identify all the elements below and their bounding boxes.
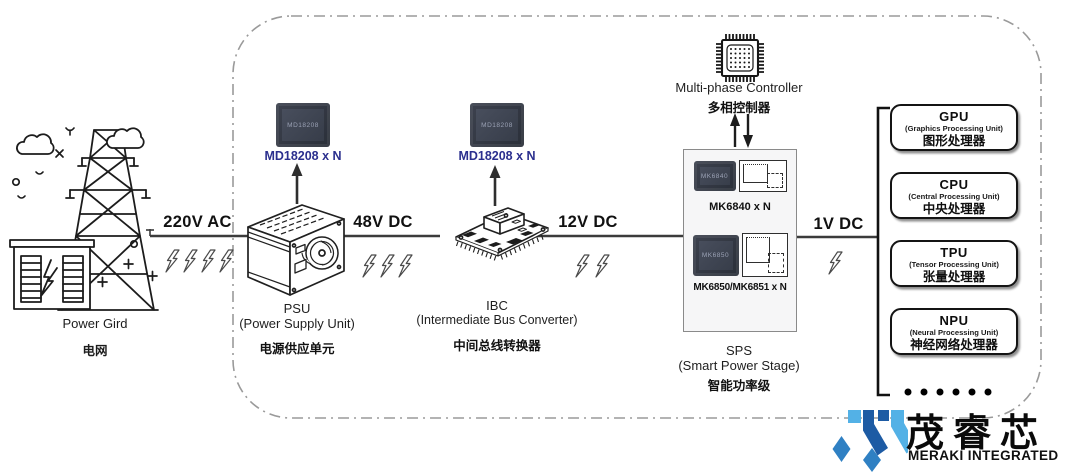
load-box-gpu: GPU (Graphics Processing Unit) 图形处理器 xyxy=(890,104,1018,151)
sps-label-block: SPS (Smart Power Stage) 智能功率级 xyxy=(666,343,812,394)
cloud-icon xyxy=(16,127,145,155)
logo-name-zh: 茂睿芯 xyxy=(906,413,1048,455)
sps-chip1-outline-drawing xyxy=(738,160,787,192)
psu-name-zh: 电源供应单元 xyxy=(259,342,335,356)
chip-arrows xyxy=(291,163,501,206)
load-box-npu: NPU (Neural Processing Unit) 神经网络处理器 xyxy=(890,308,1018,355)
sps-abbr: SPS xyxy=(725,343,752,358)
bolt-icon xyxy=(40,259,58,297)
load-box-cpu: CPU (Central Processing Unit) 中央处理器 xyxy=(890,172,1018,219)
ibc-name-zh: 中间总线转换器 xyxy=(453,339,541,353)
voltage-label-12v-dc: 12V DC xyxy=(558,213,618,231)
ibc-name: (Intermediate Bus Converter) xyxy=(416,313,578,327)
dashed-container-border xyxy=(232,15,1042,419)
power-grid-label: Power Gird xyxy=(62,316,128,331)
ibc-illustration xyxy=(455,207,549,261)
bird-icons xyxy=(17,127,75,199)
psu-chip-marking: MD18208 xyxy=(287,121,319,129)
npu-zh: 神经网络处理器 xyxy=(910,338,998,352)
npu-abbr: NPU xyxy=(939,313,969,328)
ibc-components xyxy=(462,223,540,247)
voltage-label-220v-ac: 220V AC xyxy=(163,213,232,231)
sps-box: MK6840 MK6840 x N MK6850 MK6850/MK6851 x… xyxy=(683,149,797,332)
sps-chip1-label: MK6840 x N xyxy=(709,201,771,213)
bolts-48v xyxy=(362,254,413,278)
sps-chip2-outline-drawing xyxy=(741,233,788,277)
cpu-abbr: CPU xyxy=(939,177,969,192)
sps-chip2-label: MK6850/MK6851 x N xyxy=(693,282,787,293)
ibc-chip-photo: MD18208 xyxy=(470,103,524,147)
meraki-logo-icon xyxy=(832,410,908,472)
ibc-label-block: IBC (Intermediate Bus Converter) 中间总线转换器 xyxy=(412,298,582,354)
sps-chip2-marking: MK6850 xyxy=(701,251,730,259)
load-box-tpu: TPU (Tensor Processing Unit) 张量处理器 xyxy=(890,240,1018,287)
bolts-12v xyxy=(575,254,610,278)
psu-illustration xyxy=(247,204,345,296)
gpu-zh: 图形处理器 xyxy=(922,134,986,148)
psu-chip-label: MD18208 x N xyxy=(264,149,342,163)
sps-name-zh: 智能功率级 xyxy=(707,379,771,393)
cpu-full: (Central Processing Unit) xyxy=(908,192,1000,201)
sps-chip1-photo: MK6840 xyxy=(693,161,736,191)
sps-chip2-photo: MK6850 xyxy=(692,234,739,276)
bolts-220v xyxy=(165,249,234,273)
bolts-1v xyxy=(828,251,843,275)
psu-abbr: PSU xyxy=(283,301,311,316)
psu-name: (Power Supply Unit) xyxy=(239,316,355,331)
npu-full: (Neural Processing Unit) xyxy=(909,328,999,337)
sps-name: (Smart Power Stage) xyxy=(678,358,800,373)
sps-chip1-marking: MK6840 xyxy=(700,172,729,180)
controller-name-zh: 多相控制器 xyxy=(707,101,771,115)
controller-sps-arrows xyxy=(730,113,753,148)
tpu-abbr: TPU xyxy=(940,245,968,260)
sps-chip1-row: MK6840 xyxy=(693,160,787,192)
tpu-zh: 张量处理器 xyxy=(922,270,986,284)
gpu-full: (Graphics Processing Unit) xyxy=(905,124,1003,133)
tpu-full: (Tensor Processing Unit) xyxy=(909,260,999,269)
logo-name-en: MERAKI INTEGRATED xyxy=(908,448,1059,463)
controller-chip-icon xyxy=(716,34,764,82)
substation-building xyxy=(9,239,108,310)
voltage-label-48v-dc: 48V DC xyxy=(353,213,413,231)
controller-label-block: Multi-phase Controller 多相控制器 xyxy=(664,80,814,116)
controller-name: Multi-phase Controller xyxy=(675,80,803,95)
cpu-zh: 中央处理器 xyxy=(922,202,986,216)
ibc-abbr: IBC xyxy=(486,298,508,313)
sps-chip2-row: MK6850 xyxy=(692,233,788,277)
loads-bracket xyxy=(876,106,890,397)
voltage-label-1v-dc: 1V DC xyxy=(813,215,864,233)
fan-icon xyxy=(301,236,339,270)
ibc-chip-marking: MD18208 xyxy=(481,121,513,129)
ibc-chip-label: MD18208 x N xyxy=(458,149,536,163)
ellipsis-dots xyxy=(904,388,992,396)
decor-marks xyxy=(11,149,158,282)
gpu-abbr: GPU xyxy=(939,109,969,124)
psu-chip-photo: MD18208 xyxy=(276,103,330,147)
power-grid-illustration xyxy=(9,127,159,311)
psu-label-block: PSU (Power Supply Unit) 电源供应单元 xyxy=(232,301,362,357)
power-grid-label-zh: 电网 xyxy=(82,344,108,358)
